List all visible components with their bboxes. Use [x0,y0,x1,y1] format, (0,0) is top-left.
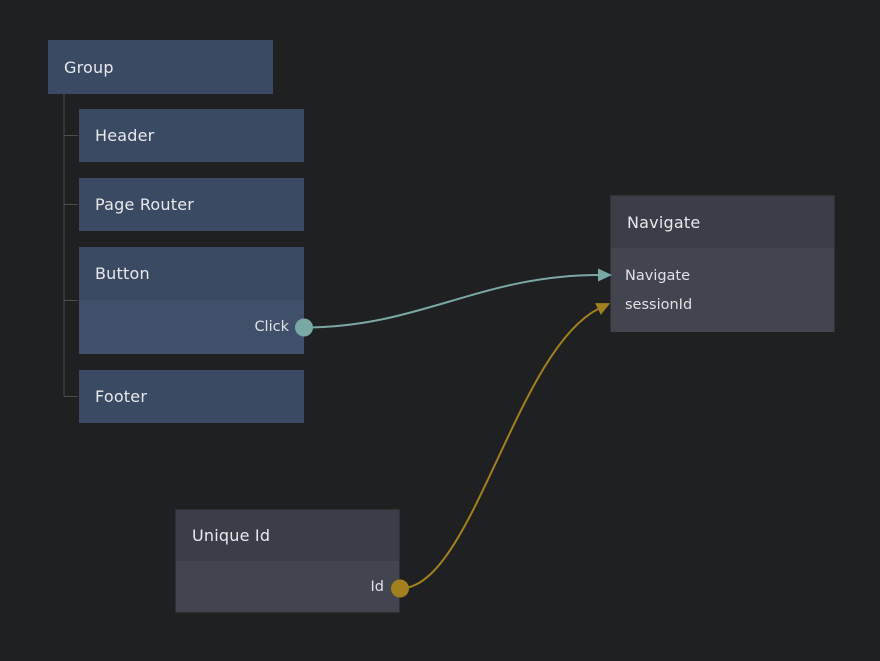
output-port-id[interactable]: Id [176,561,399,612]
input-port-navigate[interactable]: Navigate [611,261,834,290]
node-page-router-title: Page Router [95,195,195,214]
port-dot-id[interactable] [391,579,409,598]
node-button[interactable]: Button Click [79,247,304,354]
node-title-row: Page Router [79,178,304,231]
node-button-body: Click [79,300,304,354]
node-title-row: Group [48,40,273,94]
node-navigate[interactable]: Navigate Navigate sessionId [610,195,835,332]
node-button-title: Button [95,264,150,283]
node-header[interactable]: Header [79,109,304,162]
node-navigate-body: Navigate sessionId [611,248,834,332]
output-port-id-label: Id [370,578,384,595]
input-port-sessionid-label: sessionId [625,296,693,313]
port-dot-click[interactable] [295,318,313,337]
node-title-row: Footer [79,370,304,423]
node-unique-id[interactable]: Unique Id Id [175,509,400,613]
wire-id-to-sessionid[interactable] [399,308,599,590]
output-port-click-label: Click [254,319,289,335]
node-title-row: Navigate [611,196,834,248]
node-footer-title: Footer [95,387,148,406]
output-port-click[interactable]: Click [79,300,304,354]
node-unique-id-title: Unique Id [192,526,271,545]
node-page-router[interactable]: Page Router [79,178,304,231]
input-port-navigate-label: Navigate [625,267,691,284]
wire-click-to-navigate[interactable] [303,274,600,329]
node-unique-id-body: Id [176,561,399,612]
node-title-row: Unique Id [176,510,399,561]
input-port-sessionid[interactable]: sessionId [611,290,834,319]
node-footer[interactable]: Footer [79,370,304,423]
node-group[interactable]: Group [48,40,273,94]
node-header-title: Header [95,126,155,145]
node-navigate-title: Navigate [627,212,701,232]
node-group-title: Group [64,57,114,77]
node-title-row: Button [79,247,304,300]
node-title-row: Header [79,109,304,162]
tree-connector-lines [63,94,78,397]
